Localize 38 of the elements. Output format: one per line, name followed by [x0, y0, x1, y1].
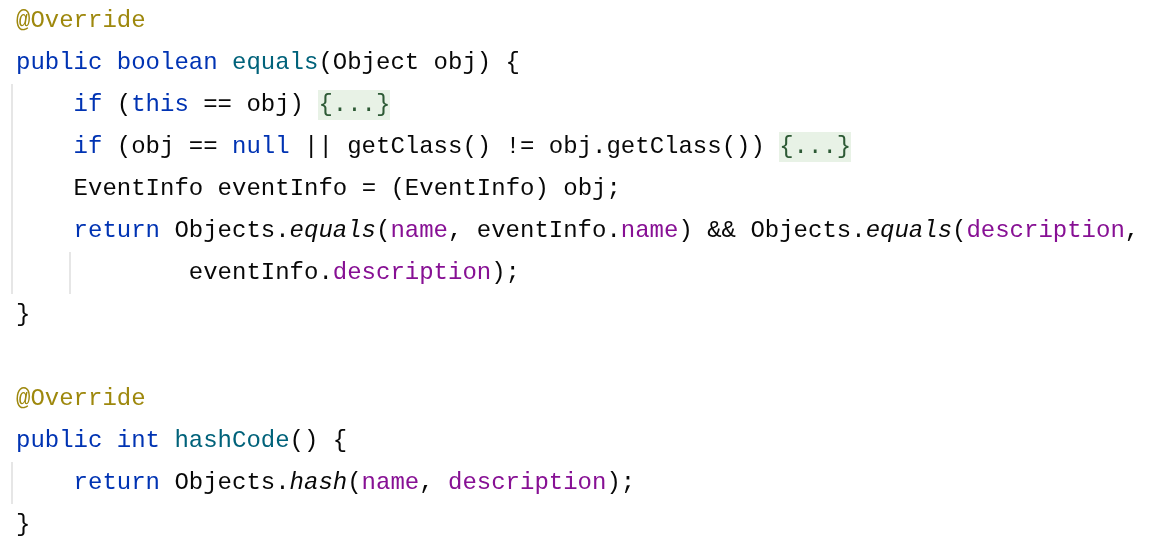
folded-code: {...}	[318, 90, 391, 120]
field-name: description	[332, 258, 492, 288]
keyword: return	[73, 468, 160, 498]
keyword: public boolean	[16, 48, 218, 78]
code-text: eventInfo.	[188, 258, 333, 288]
field-name: description	[448, 468, 607, 498]
field-name: name	[620, 216, 679, 246]
code-text: (obj ==	[116, 132, 218, 162]
field-name: description	[966, 216, 1125, 246]
annotation: @Override	[16, 6, 146, 36]
code-text: ,	[419, 468, 435, 498]
code-text: ,	[1124, 216, 1140, 246]
code-text: (Object obj) {	[318, 48, 521, 78]
code-text: }	[16, 300, 31, 330]
keyword: return	[73, 216, 160, 246]
folded-code: {...}	[779, 132, 852, 162]
code-text: );	[491, 258, 520, 288]
code-text: || getClass() != obj.getClass())	[304, 132, 765, 162]
annotation: @Override	[16, 384, 146, 414]
code-text: == obj)	[203, 90, 304, 120]
keyword: null	[232, 132, 290, 162]
code-text: (	[116, 90, 132, 120]
code-text: , eventInfo.	[448, 216, 621, 246]
keyword: if	[73, 90, 103, 120]
method-name: hashCode	[174, 426, 290, 456]
field-name: name	[390, 216, 448, 246]
code-text: Objects.equals(	[174, 216, 391, 246]
method-name: equals	[232, 48, 319, 78]
code-text: ) && Objects.equals(	[678, 216, 967, 246]
code-text: EventInfo eventInfo = (EventInfo) obj;	[73, 174, 621, 204]
code-text: }	[16, 510, 31, 540]
code-text: () {	[289, 426, 348, 456]
code-text: Objects.hash(	[174, 468, 362, 498]
field-name: name	[361, 468, 420, 498]
keyword: public int	[16, 426, 161, 456]
keyword: if	[73, 132, 103, 162]
keyword: this	[131, 90, 189, 120]
code-text: );	[606, 468, 636, 498]
